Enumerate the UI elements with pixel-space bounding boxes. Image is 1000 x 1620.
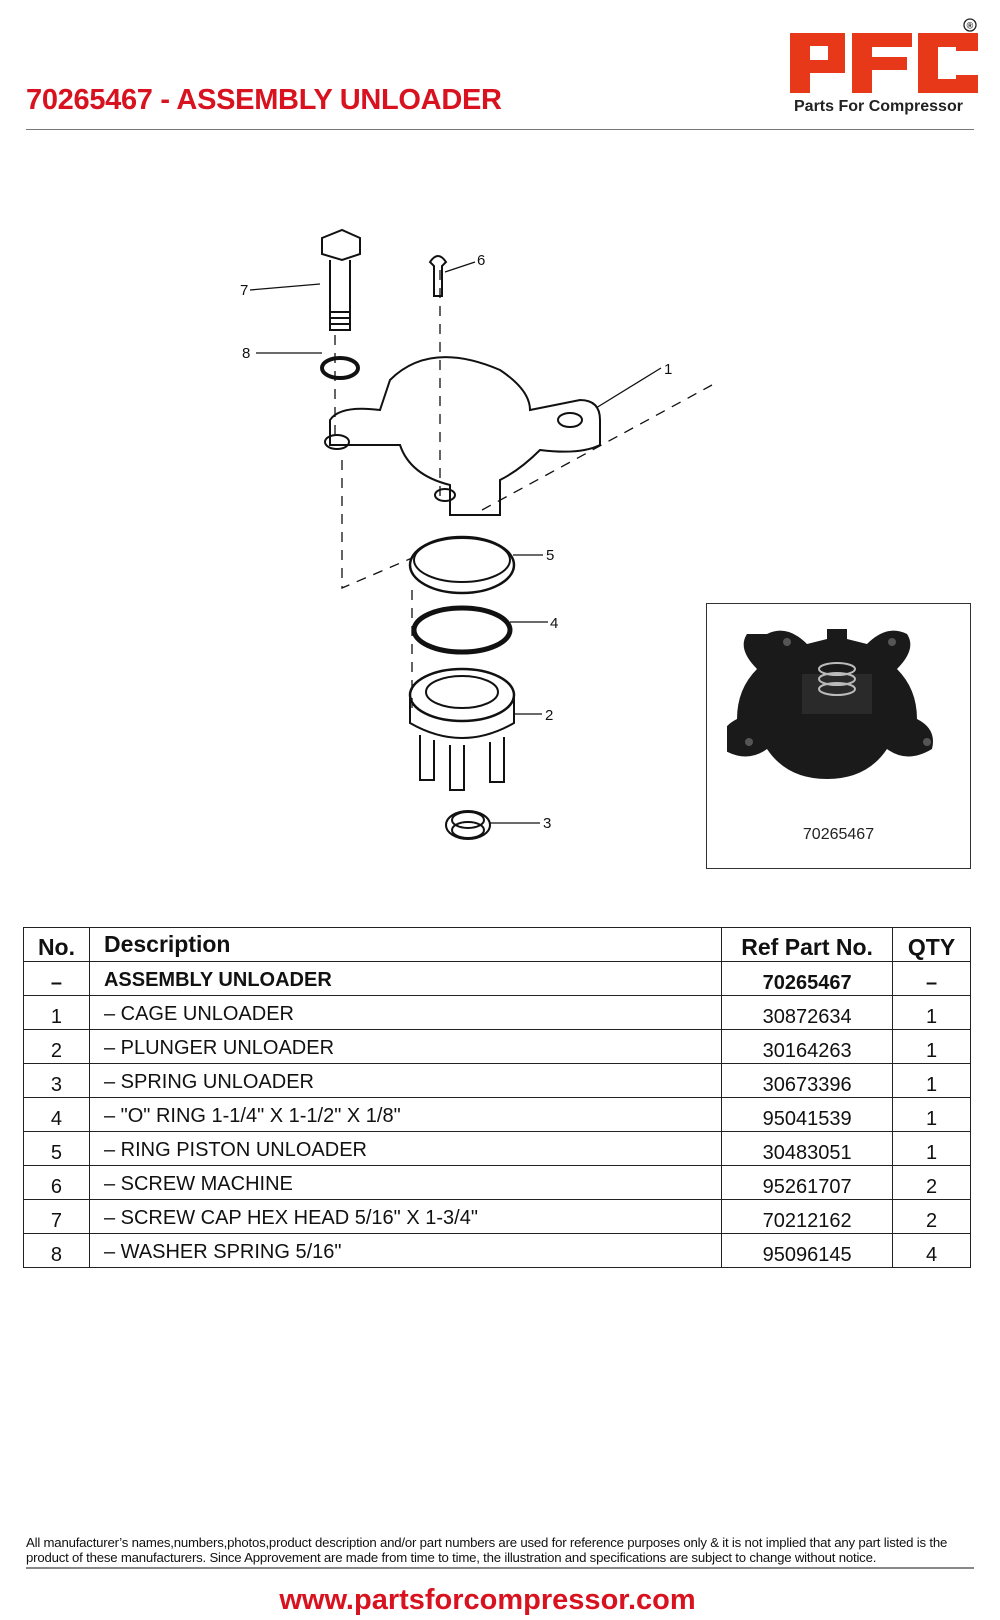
cell-ref-part-no: 30483051	[721, 1131, 894, 1166]
cell-no: 3	[23, 1063, 90, 1098]
cell-description: – RING PISTON UNLOADER	[88, 1131, 723, 1166]
header-no: No.	[23, 927, 90, 962]
cell-description: – SCREW CAP HEX HEAD 5/16" X 1-3/4"	[88, 1199, 723, 1234]
registered-mark: ®	[967, 21, 974, 31]
cell-no: –	[23, 961, 90, 996]
logo-tagline: Parts For Compressor	[794, 98, 963, 115]
cell-ref-part-no: 95096145	[721, 1233, 894, 1268]
cell-description: – "O" RING 1-1/4" X 1-1/2" X 1/8"	[88, 1097, 723, 1132]
cell-qty: 1	[892, 995, 971, 1030]
cell-qty: 2	[892, 1199, 971, 1234]
pfc-logo: ®	[790, 18, 978, 93]
disclaimer: All manufacturer’s names,numbers,photos,…	[26, 1535, 948, 1565]
cell-description: – CAGE UNLOADER	[88, 995, 723, 1030]
cell-ref-part-no: 95261707	[721, 1165, 894, 1200]
callout-1: 1	[664, 361, 672, 378]
cell-no: 8	[23, 1233, 90, 1268]
table-row: 4– "O" RING 1-1/4" X 1-1/2" X 1/8"950415…	[23, 1097, 971, 1132]
product-photo	[727, 629, 933, 779]
footer-divider	[26, 1567, 974, 1569]
cell-qty: 4	[892, 1233, 971, 1268]
callout-6: 6	[477, 252, 485, 269]
website-link[interactable]: www.partsforcompressor.com	[279, 1584, 696, 1616]
header-ref-part-no: Ref Part No.	[721, 927, 894, 962]
page-title: 70265467 - ASSEMBLY UNLOADER	[26, 84, 502, 116]
cell-qty: 2	[892, 1165, 971, 1200]
header-qty: QTY	[892, 927, 971, 962]
cell-no: 1	[23, 995, 90, 1030]
callout-8: 8	[242, 345, 250, 362]
cell-description: – SPRING UNLOADER	[88, 1063, 723, 1098]
callout-7: 7	[240, 282, 248, 299]
cell-ref-part-no: 30872634	[721, 995, 894, 1030]
cell-no: 5	[23, 1131, 90, 1166]
cell-no: 6	[23, 1165, 90, 1200]
cell-qty: 1	[892, 1063, 971, 1098]
cell-qty: 1	[892, 1131, 971, 1166]
callout-4: 4	[550, 615, 558, 632]
table-header-row: No. Description Ref Part No. QTY	[23, 927, 971, 962]
cell-qty: 1	[892, 1097, 971, 1132]
cell-ref-part-no: 95041539	[721, 1097, 894, 1132]
cell-qty: 1	[892, 1029, 971, 1064]
exploded-diagram: 1 2 3 4 5 6 7 8	[240, 228, 713, 840]
cell-ref-part-no: 30164263	[721, 1029, 894, 1064]
table-row: 7– SCREW CAP HEX HEAD 5/16" X 1-3/4"7021…	[23, 1199, 971, 1234]
cell-ref-part-no: 30673396	[721, 1063, 894, 1098]
product-photo-box: 70265467	[706, 603, 971, 869]
header-divider	[26, 129, 974, 130]
cell-qty: –	[892, 961, 971, 996]
cell-description: – WASHER SPRING 5/16"	[88, 1233, 723, 1268]
cell-no: 7	[23, 1199, 90, 1234]
cell-no: 4	[23, 1097, 90, 1132]
callout-2: 2	[545, 707, 553, 724]
callout-5: 5	[546, 547, 554, 564]
cell-ref-part-no: 70265467	[721, 961, 894, 996]
cell-description: – PLUNGER UNLOADER	[88, 1029, 723, 1064]
header-description: Description	[88, 927, 723, 962]
cell-no: 2	[23, 1029, 90, 1064]
cell-description: – SCREW MACHINE	[88, 1165, 723, 1200]
photo-caption: 70265467	[802, 826, 875, 843]
parts-table: No. Description Ref Part No. QTY –ASSEMB…	[23, 927, 971, 1268]
cell-ref-part-no: 70212162	[721, 1199, 894, 1234]
callout-3: 3	[543, 815, 551, 832]
cell-description: ASSEMBLY UNLOADER	[88, 961, 723, 996]
